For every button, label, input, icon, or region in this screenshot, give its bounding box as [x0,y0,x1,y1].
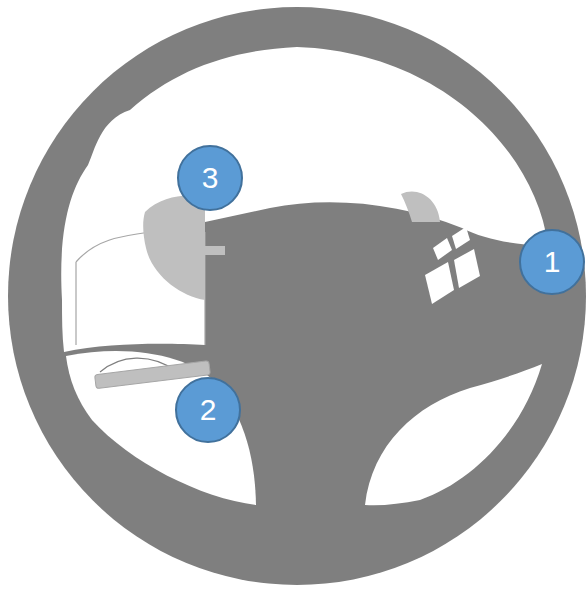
callout-circle: 2 [175,377,241,443]
paddle-stem [195,246,225,255]
callout-circle: 3 [177,145,243,211]
callout-number: 3 [202,163,219,193]
lower-right-opening [365,364,542,505]
callout-number: 2 [200,395,217,425]
right-paddle [401,192,440,222]
wheel-rim [8,7,586,585]
lower-left-opening [66,351,256,505]
callout-circle: 1 [519,229,585,295]
control-buttons [425,227,480,304]
upper-opening [61,47,548,352]
callout-number: 1 [544,247,561,277]
